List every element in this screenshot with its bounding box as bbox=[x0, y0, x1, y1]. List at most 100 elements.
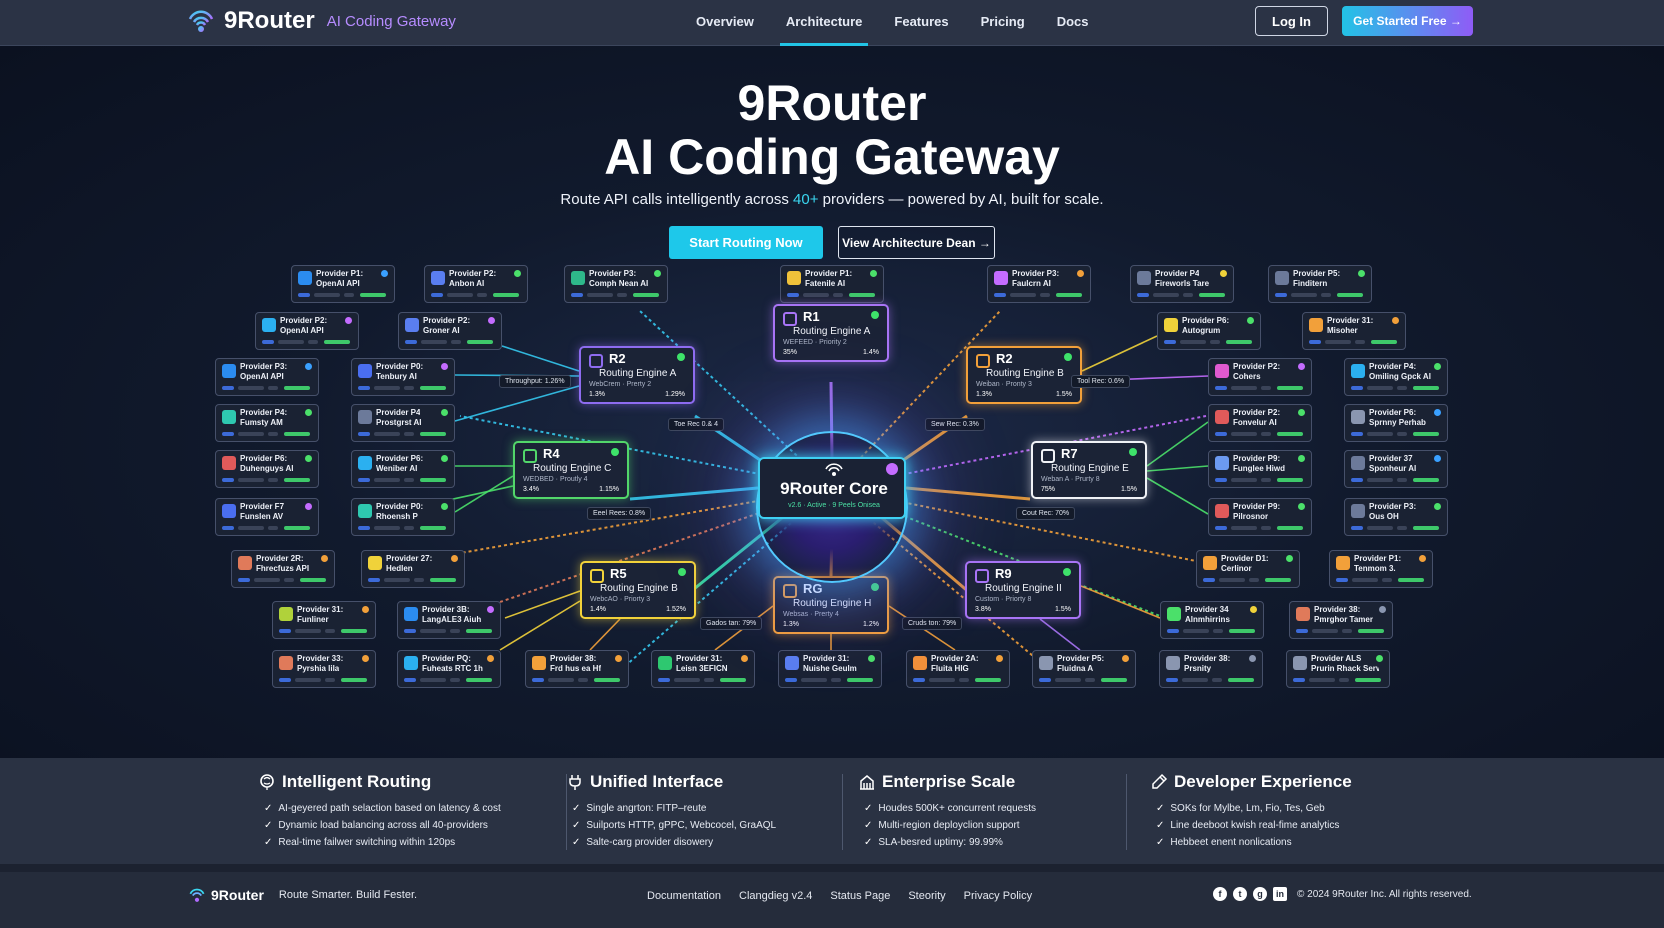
provider-card[interactable]: Provider P6:Weniber AI bbox=[351, 450, 455, 488]
provider-card[interactable]: Provider P2:Anbon AI bbox=[424, 265, 528, 303]
get-started-button[interactable]: Get Started Free → bbox=[1342, 6, 1473, 36]
provider-card[interactable]: Provider 2A:Fluita HIG bbox=[906, 650, 1010, 688]
provider-status-dot bbox=[1434, 363, 1441, 370]
provider-label: Provider 34 bbox=[1185, 605, 1229, 614]
github-icon[interactable]: g bbox=[1253, 887, 1267, 901]
provider-metrics-bar bbox=[785, 677, 877, 683]
feature-intelligent-routing: Intelligent Routing AI-geyered path sela… bbox=[258, 772, 501, 851]
nav-overview[interactable]: Overview bbox=[696, 14, 754, 29]
provider-icon bbox=[222, 410, 236, 424]
provider-status-dot bbox=[615, 655, 622, 662]
nav-pricing[interactable]: Pricing bbox=[980, 14, 1025, 29]
facebook-icon[interactable]: f bbox=[1213, 887, 1227, 901]
subtitle-text-b: providers — powered by AI, built for sca… bbox=[818, 191, 1104, 208]
nav-docs[interactable]: Docs bbox=[1056, 14, 1089, 29]
provider-card[interactable]: Provider P9:Funglee Hiwd bbox=[1208, 450, 1312, 488]
provider-card[interactable]: Provider P3:Ous OH bbox=[1344, 498, 1448, 536]
provider-name: Omiling Gpck AI bbox=[1369, 372, 1431, 381]
provider-card[interactable]: Provider P2:OpenAI API bbox=[255, 312, 359, 350]
provider-card[interactable]: Provider P2:Groner AI bbox=[398, 312, 502, 350]
provider-label: Provider ALS bbox=[1311, 654, 1362, 663]
provider-card[interactable]: Provider 31:Leisn 3EFICN bbox=[651, 650, 755, 688]
linkedin-icon[interactable]: in bbox=[1273, 887, 1287, 901]
provider-label: Provider P0: bbox=[376, 362, 424, 371]
nav-features[interactable]: Features bbox=[894, 14, 949, 29]
provider-name: Pilrosnor bbox=[1233, 512, 1269, 521]
provider-card[interactable]: Provider P4:Omiling Gpck AI bbox=[1344, 358, 1448, 396]
connector-line bbox=[1080, 585, 1161, 619]
footer-link-documentation[interactable]: Documentation bbox=[647, 890, 721, 902]
provider-card[interactable]: Provider P3:Faulcrn AI bbox=[987, 265, 1091, 303]
connector-line bbox=[831, 487, 1161, 617]
provider-card[interactable]: Provider 31:Funliner bbox=[272, 601, 376, 639]
router-core-card[interactable]: 9Router Core v2.6 · Active · 9 Peels Oni… bbox=[758, 457, 906, 519]
view-architecture-button[interactable]: View Architecture Dean → bbox=[838, 226, 995, 259]
provider-card[interactable]: Provider 38:Pmrghor Tamer bbox=[1289, 601, 1393, 639]
provider-card[interactable]: Provider P3:OpenAI API bbox=[215, 358, 319, 396]
provider-status-dot bbox=[451, 555, 458, 562]
footer-link-changelog[interactable]: Clangdieg v2.4 bbox=[739, 890, 813, 902]
provider-card[interactable]: Provider P2:Cohers bbox=[1208, 358, 1312, 396]
footer-logo[interactable]: 9Router Route Smarter. Build Fester. bbox=[188, 886, 417, 904]
provider-name: Cerlinor bbox=[1221, 564, 1252, 573]
provider-metrics-bar bbox=[222, 525, 314, 531]
footer-link-security[interactable]: Steority bbox=[908, 890, 946, 902]
provider-card[interactable]: Provider P1:Tenmom 3. bbox=[1329, 550, 1433, 588]
provider-metrics-bar bbox=[238, 577, 330, 583]
provider-card[interactable]: Provider 3B:LangALE3 Aiuh bbox=[397, 601, 501, 639]
provider-card[interactable]: Provider P3:Comph Nean AI bbox=[564, 265, 668, 303]
provider-card[interactable]: Provider 38:Frd hus ea Hf bbox=[525, 650, 629, 688]
provider-card[interactable]: Provider P9:Pilrosnor bbox=[1208, 498, 1312, 536]
provider-card[interactable]: Provider P6:Sprnny Perhab bbox=[1344, 404, 1448, 442]
provider-card[interactable]: Provider P1:Fatenile AI bbox=[780, 265, 884, 303]
provider-card[interactable]: Provider PQ:Fuheats RTC 1h bbox=[397, 650, 501, 688]
provider-card[interactable]: Provider 2R:Fhrecfuzs API bbox=[231, 550, 335, 588]
provider-card[interactable]: Provider 38:Prsnity bbox=[1159, 650, 1263, 688]
provider-card[interactable]: Provider P5:Fluidna A bbox=[1032, 650, 1136, 688]
provider-card[interactable]: Provider P6:Duhenguys AI bbox=[215, 450, 319, 488]
provider-card[interactable]: Provider 31:Misoher bbox=[1302, 312, 1406, 350]
engine-stat-secondary: 1.5% bbox=[1055, 606, 1071, 613]
code-icon bbox=[1152, 773, 1168, 789]
twitter-icon[interactable]: t bbox=[1233, 887, 1247, 901]
connector-line bbox=[454, 475, 514, 513]
footer-link-status[interactable]: Status Page bbox=[830, 890, 891, 902]
provider-card[interactable]: Provider P1:OpenAI API bbox=[291, 265, 395, 303]
footer-link-privacy[interactable]: Privacy Policy bbox=[963, 890, 1033, 902]
engine-stat: 1.3% bbox=[783, 621, 799, 628]
provider-icon bbox=[1215, 504, 1229, 518]
provider-status-dot bbox=[868, 655, 875, 662]
provider-icon bbox=[1215, 456, 1229, 470]
provider-card[interactable]: Provider P5:Finditern bbox=[1268, 265, 1372, 303]
provider-card[interactable]: Provider 31:Nuishe Geulm bbox=[778, 650, 882, 688]
provider-card[interactable]: Provider 27:Hedlen bbox=[361, 550, 465, 588]
login-button[interactable]: Log In bbox=[1255, 6, 1328, 36]
provider-card[interactable]: Provider P2:Fonvelur AI bbox=[1208, 404, 1312, 442]
start-routing-button[interactable]: Start Routing Now bbox=[669, 226, 823, 259]
provider-card[interactable]: Provider P0:Rhoensh P bbox=[351, 498, 455, 536]
provider-icon bbox=[358, 410, 372, 424]
provider-card[interactable]: Provider P6:Autogrum bbox=[1157, 312, 1261, 350]
provider-card[interactable]: Provider P0:Tenbury AI bbox=[351, 358, 455, 396]
nav-architecture[interactable]: Architecture bbox=[770, 0, 879, 46]
engine-name: Routing Engine A bbox=[599, 368, 677, 379]
provider-card[interactable]: Provider D1:Cerlinor bbox=[1196, 550, 1300, 588]
provider-card[interactable]: Provider 33:Pyrshia lila bbox=[272, 650, 376, 688]
provider-name: Alnmhirrins bbox=[1185, 615, 1230, 624]
brand-logo[interactable]: 9Router AI Coding Gateway bbox=[186, 6, 456, 36]
provider-card[interactable]: Provider P4:Fumsty AM bbox=[215, 404, 319, 442]
